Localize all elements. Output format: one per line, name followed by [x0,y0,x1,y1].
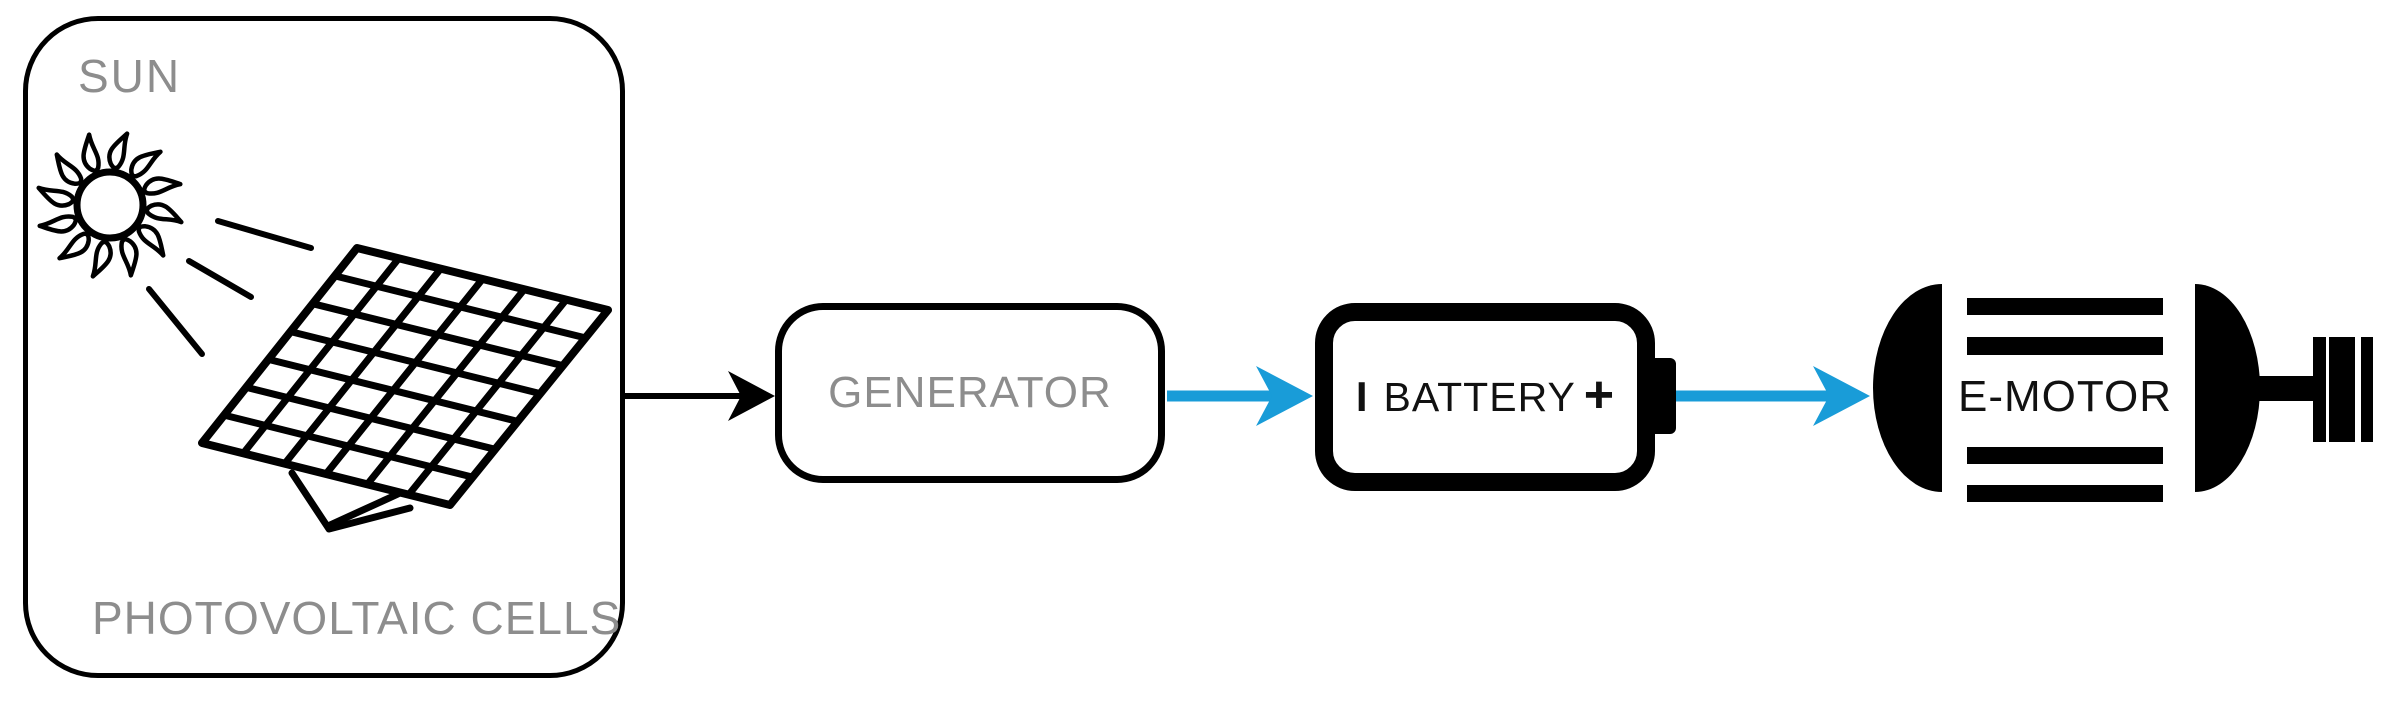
solar-panel-icon [198,244,612,533]
sun-icon [36,131,184,279]
e-motor-node: E-MOTOR [1873,284,2375,502]
solar-panel-stand [288,469,414,533]
motor-stator-stripe [1967,447,2163,464]
motor-stator-stripe [1967,337,2163,355]
sun-label: SUN [78,50,182,102]
sun-rays [146,218,314,357]
motor-coupling-bar [2313,337,2326,442]
e-motor-label: E-MOTOR [1958,372,2172,421]
motor-shaft [2256,376,2316,401]
solar-panel-grid [220,254,589,499]
battery-terminal-nub [1650,358,1676,434]
arrow-right-icon [728,371,775,421]
generator-node: GENERATOR [775,303,1165,483]
battery-node: I BATTERY + [1315,303,1655,491]
motor-coupling-bar [2361,337,2373,442]
connector-battery-to-emotor [1674,366,1870,426]
photovoltaic-cells-node: SUN PHOTOVOLTAIC CELLS [23,16,625,678]
motor-stator-stripe [1967,298,2163,315]
motor-right-end-cap [2195,284,2260,492]
battery-positive-terminal-mark: + [1583,366,1615,424]
motor-left-end-cap [1873,284,1942,492]
motor-stator-stripe [1967,485,2163,502]
battery-negative-terminal-mark: I [1355,373,1368,420]
connector-generator-to-battery [1167,366,1313,426]
arrow-right-icon [1813,366,1870,426]
sun-core-circle [73,168,147,242]
arrow-right-icon [1256,366,1313,426]
motor-coupling-bar [2329,337,2355,442]
battery-icon-text-row: I BATTERY + [1355,369,1614,421]
sun-flames [36,131,184,279]
battery-label: BATTERY [1383,373,1576,420]
generator-label: GENERATOR [828,368,1112,417]
connector-pv-to-generator [625,371,775,421]
photovoltaic-cells-label: PHOTOVOLTAIC CELLS [92,592,622,644]
